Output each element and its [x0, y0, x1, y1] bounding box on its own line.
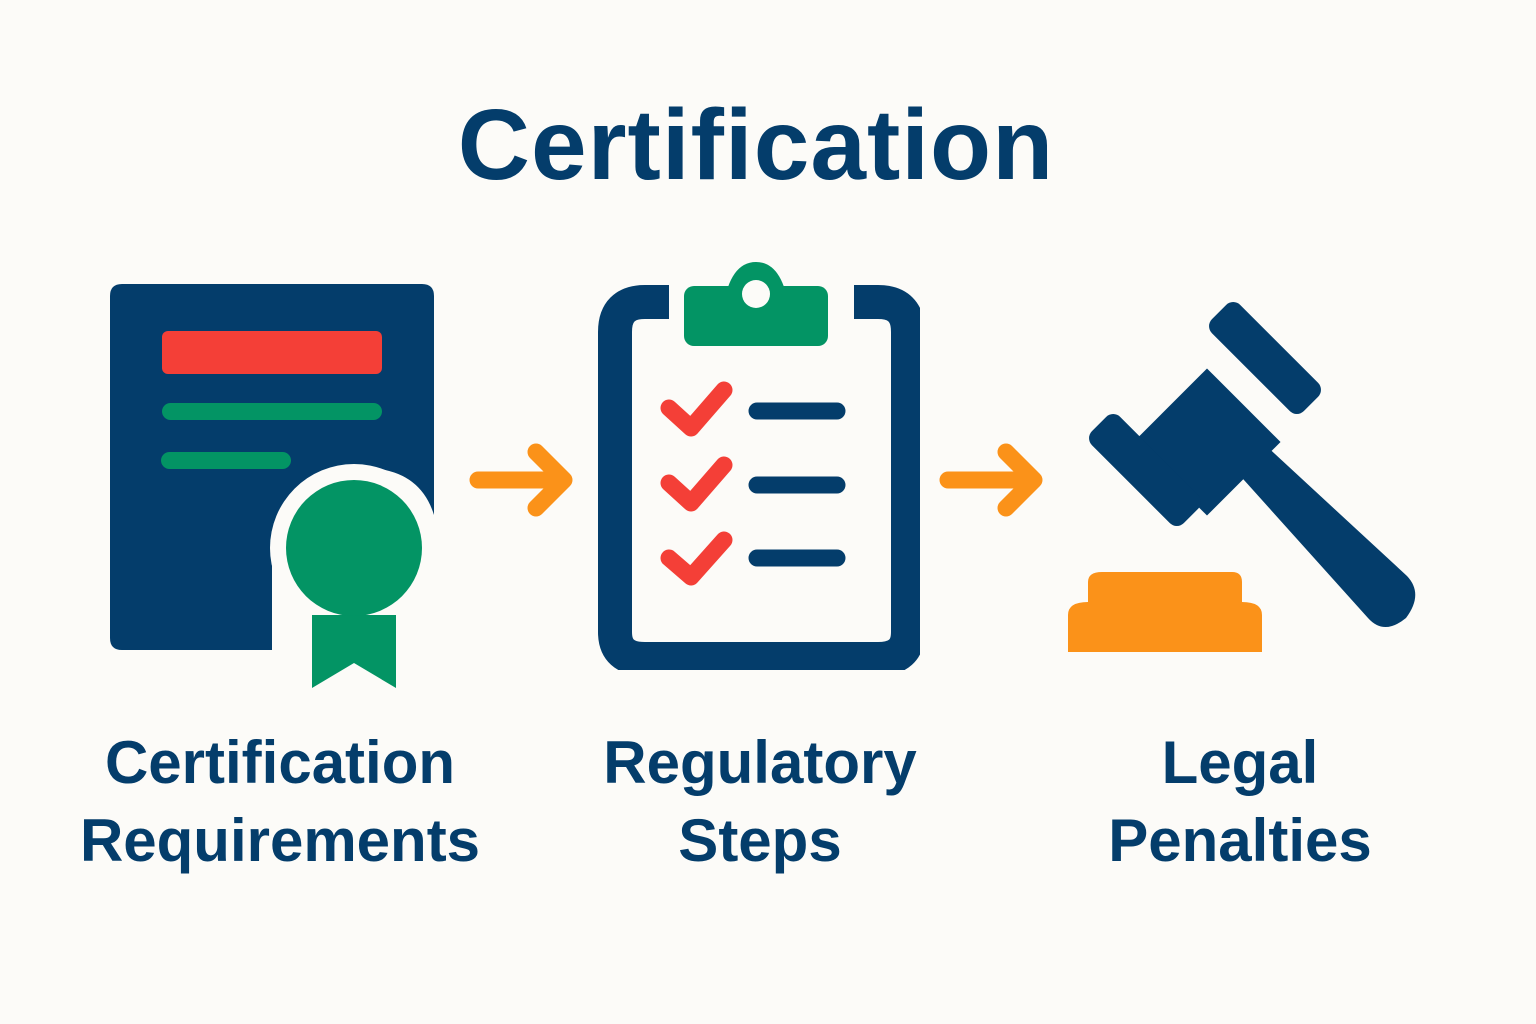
label-line: Legal — [1161, 729, 1319, 796]
step-label-regulatory-steps: Regulatory Steps — [570, 724, 950, 880]
label-line: Certification — [104, 729, 456, 796]
certificate-icon — [110, 284, 438, 688]
step-label-certification-requirements: Certification Requirements — [40, 724, 520, 880]
page-title: Certification — [457, 89, 1055, 201]
label-line: Penalties — [1108, 807, 1372, 874]
step-label-legal-penalties: Legal Penalties — [1080, 724, 1400, 880]
clipboard-checklist-icon — [598, 262, 920, 670]
arrow-right-icon — [469, 443, 573, 517]
label-line: Regulatory — [603, 729, 917, 796]
arrow-right-icon — [939, 443, 1043, 517]
label-line: Steps — [678, 807, 842, 874]
gavel-icon — [1068, 302, 1416, 652]
label-line: Requirements — [79, 807, 481, 874]
